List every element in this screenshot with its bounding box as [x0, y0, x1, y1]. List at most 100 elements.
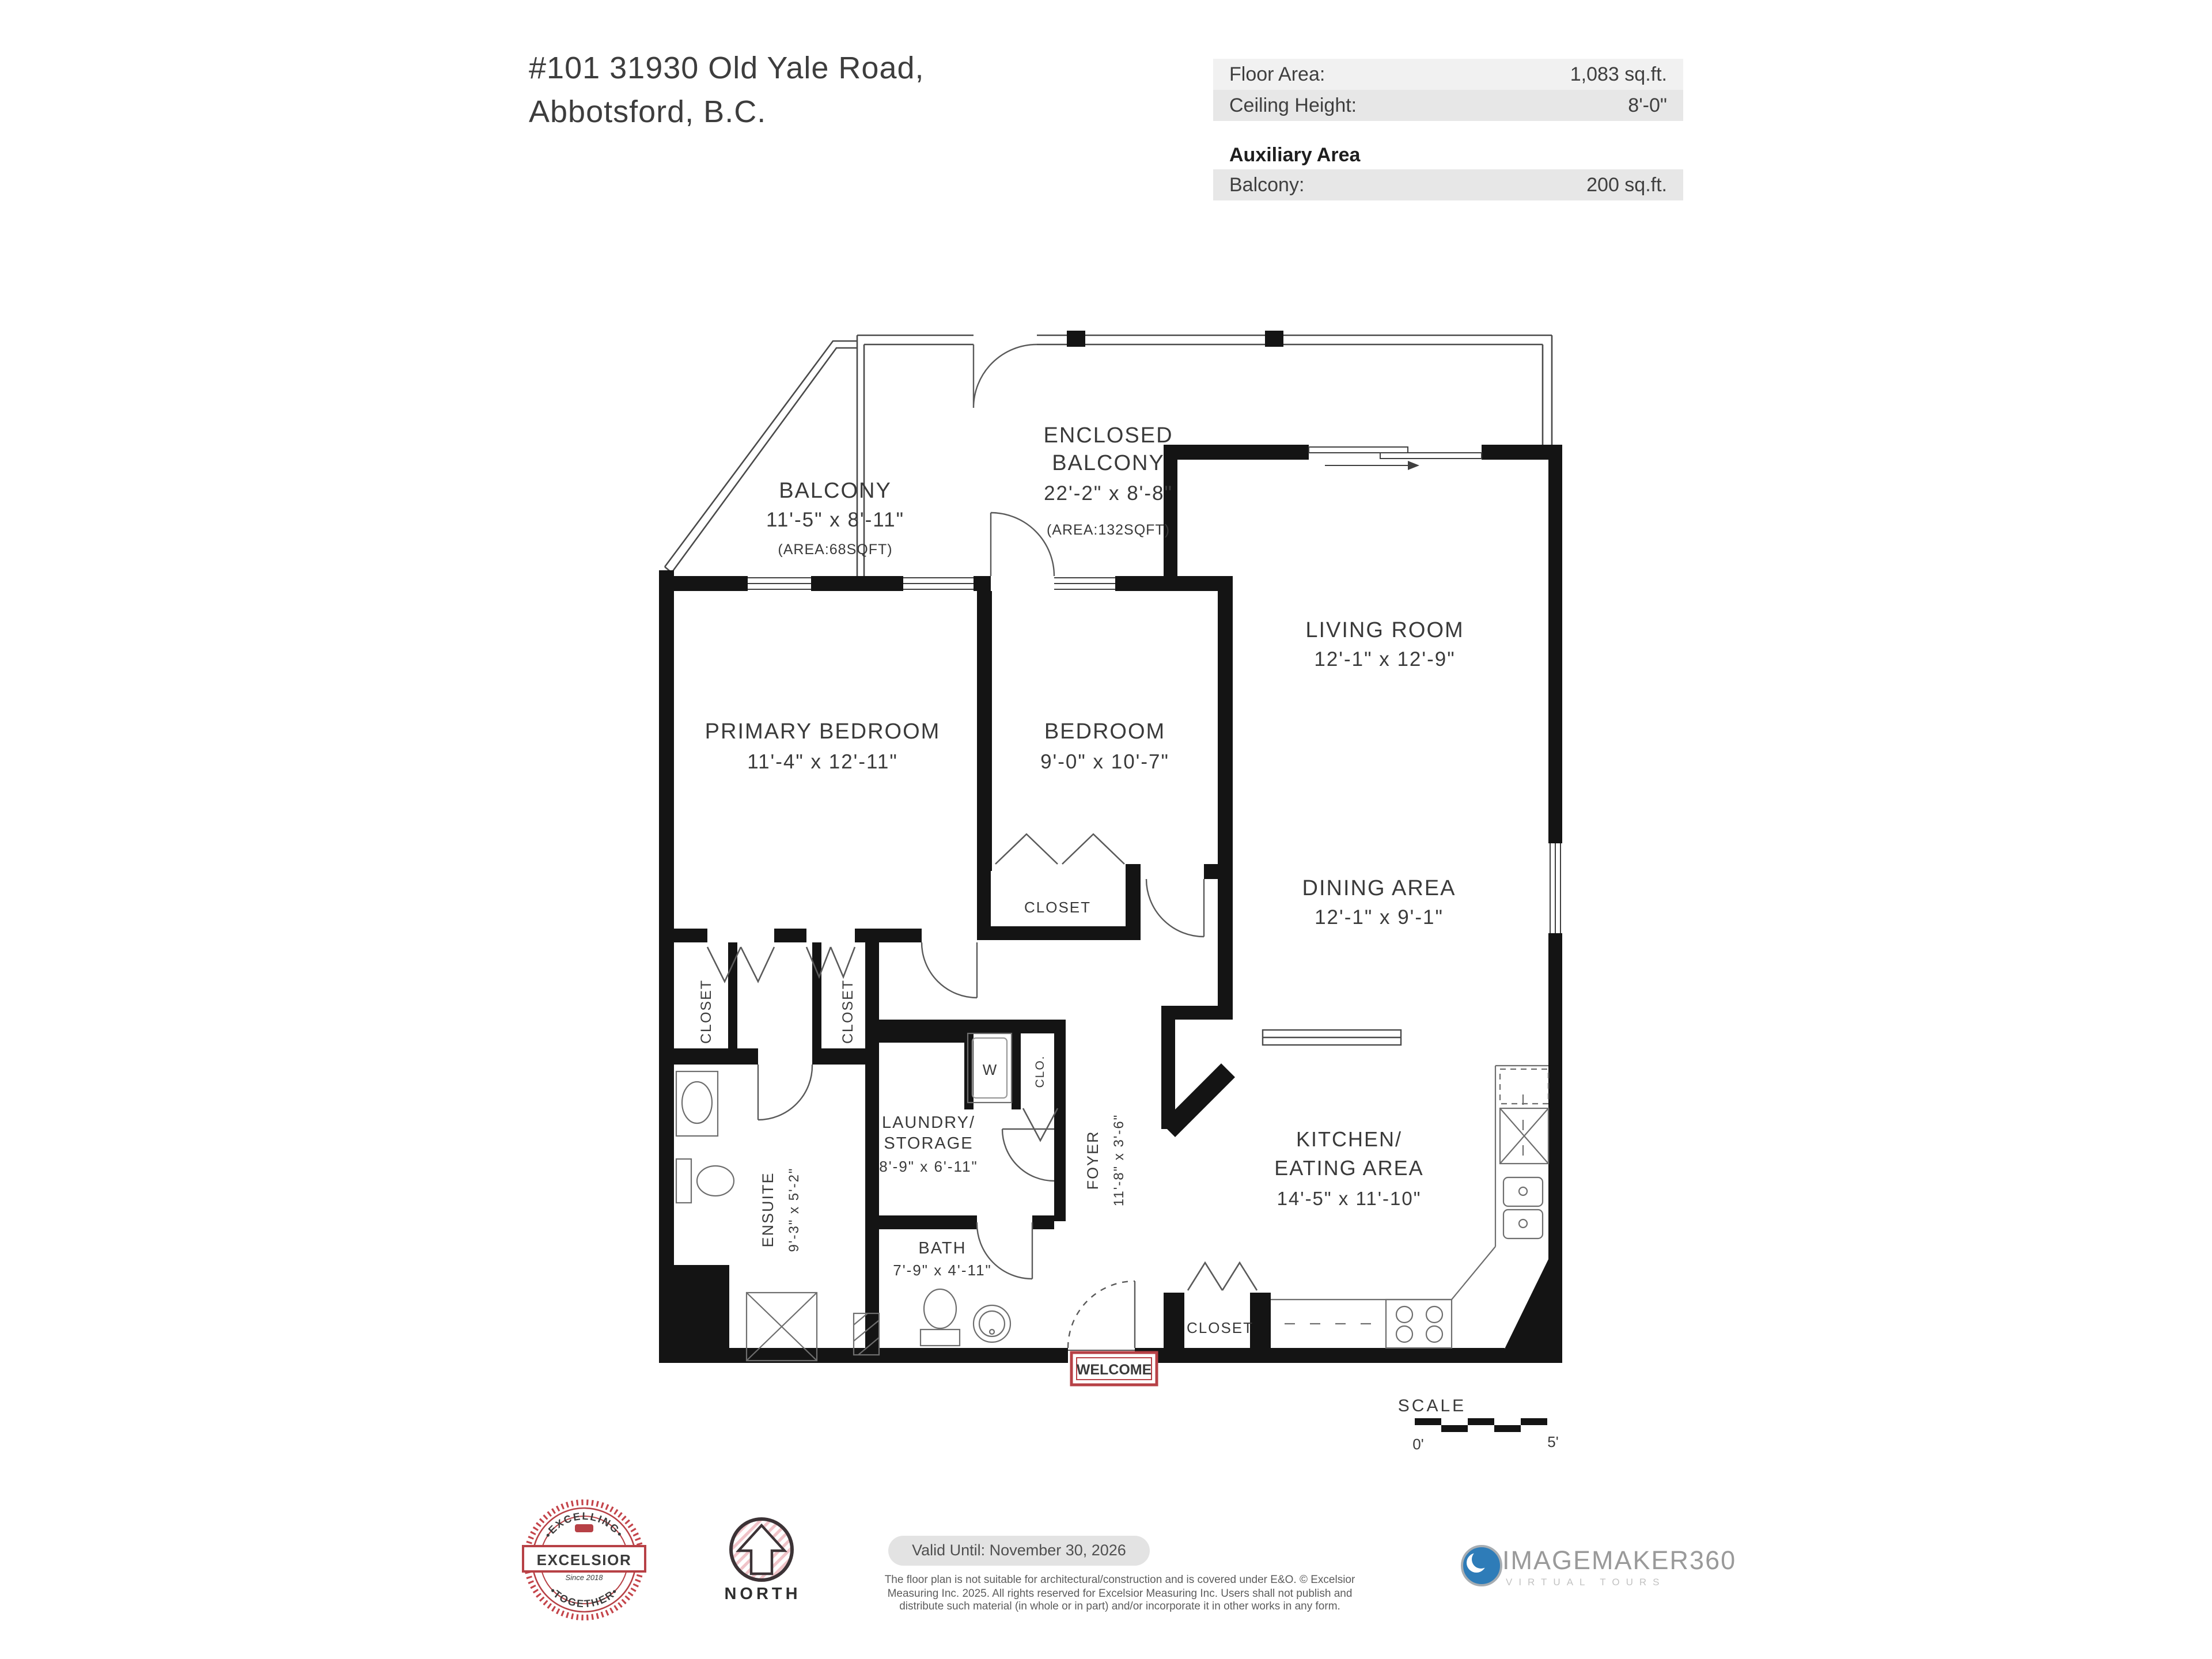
washer-inner [971, 1037, 1008, 1099]
ensuite-label: ENSUITE [759, 1172, 777, 1247]
closet-left-label: CLOSET [698, 979, 714, 1044]
wall-ensuite-north-2 [812, 1048, 879, 1065]
balcony-divider-wall [856, 335, 865, 576]
badge-since: Since 2018 [565, 1573, 603, 1582]
washer-outline [967, 1032, 1013, 1104]
property-address: #101 31930 Old Yale Road, Abbotsford, B.… [529, 46, 925, 134]
welcome-mat: WELCOME [1070, 1351, 1158, 1387]
scale-seg-2 [1441, 1425, 1468, 1432]
sliding-panel-1 [1308, 446, 1408, 453]
bath-label: BATH [918, 1239, 966, 1257]
enclosed-balcony-label-2: BALCONY [1052, 451, 1165, 475]
wall-chamfer [1498, 1259, 1562, 1363]
bifold-clo [1022, 1108, 1059, 1142]
sliding-door-living [1308, 446, 1482, 470]
ensuite-toilet-icon [696, 1165, 735, 1197]
wall-entrycloset-right [1250, 1293, 1271, 1350]
address-line2: Abbotsford, B.C. [529, 94, 767, 129]
room-labels: BALCONY 11'-5" x 8'-11" (AREA:68SQFT) EN… [698, 423, 1463, 1336]
globe-overlay [1472, 1550, 1490, 1569]
window-dining [1550, 843, 1561, 933]
burner-4 [1425, 1325, 1444, 1343]
wall-bedroom-divider [977, 591, 992, 871]
scale-bar [1415, 1418, 1547, 1432]
wall-living-top-1 [1164, 445, 1309, 460]
laundry-label-2: STORAGE [884, 1134, 973, 1153]
wall-mass-ensuite [674, 1265, 729, 1363]
walls [659, 445, 1562, 1363]
wall-primary-south-4 [879, 929, 922, 942]
sink-drain-1 [1518, 1186, 1528, 1196]
laundry-dims: 8'-9" x 6'-11" [879, 1158, 978, 1175]
ceiling-height-label: Ceiling Height: [1229, 94, 1357, 116]
ensuite-vanity [675, 1070, 719, 1137]
linen-hatch [853, 1313, 880, 1355]
disclaimer-line1: The floor plan is not suitable for archi… [884, 1574, 1355, 1586]
door-balcony-top [972, 343, 1037, 408]
scale-label: SCALE [1398, 1396, 1466, 1415]
sink-drain-2 [1518, 1218, 1528, 1229]
open-balcony-rail [664, 340, 857, 573]
foyer-dims: 11'-8" x 3'-6" [1111, 1114, 1127, 1206]
ceiling-height-value: 8'-0" [1628, 94, 1667, 116]
wall-laundry-north [879, 1029, 964, 1043]
entry-closet-label: CLOSET [1187, 1319, 1253, 1336]
north-arrow-icon [736, 1523, 787, 1575]
foyer-label: FOYER [1084, 1130, 1101, 1190]
imagemaker-tagline: VIRTUAL TOURS [1506, 1576, 1666, 1588]
sink-bowl-1 [1502, 1176, 1544, 1207]
disclaimer-text: The floor plan is not suitable for archi… [855, 1574, 1385, 1613]
burner-1 [1395, 1305, 1414, 1324]
bifold-closet2-b [830, 946, 856, 979]
bath-sink-drain [988, 1328, 995, 1335]
dining-area-dims: 12'-1" x 9'-1" [1315, 906, 1444, 929]
bifold-closet1-b [740, 946, 775, 983]
area-info-box: Floor Area: 1,083 sq.ft. Ceiling Height:… [1213, 59, 1683, 200]
burner-3 [1395, 1325, 1414, 1343]
wall-jog [1161, 1006, 1233, 1020]
badge-ribbon [522, 1545, 646, 1573]
kitchen-label-1: KITCHEN/ [1296, 1127, 1402, 1151]
wall-mid-vertical [865, 929, 879, 1363]
wall-bath-north-2 [1032, 1215, 1054, 1229]
wall-washer-left [964, 1029, 974, 1109]
wall-foyer-west [1054, 1025, 1066, 1221]
bifold-doors [706, 833, 1258, 1291]
wall-entrycloset-left [1164, 1293, 1184, 1350]
enclosed-balcony-area: (AREA:132SQFT) [1047, 522, 1170, 538]
wall-bath-north-1 [879, 1215, 977, 1229]
sliding-panel-2 [1380, 452, 1482, 459]
balcony-jamb-2 [1265, 331, 1283, 347]
bath-toilet-icon [923, 1288, 957, 1330]
bifold-closet1-a [706, 946, 742, 983]
north-compass-icon [729, 1517, 794, 1582]
door-bedroom [1145, 878, 1205, 938]
closet-right-label: CLOSET [840, 979, 856, 1044]
stove-outline [1385, 1298, 1453, 1349]
wall-primary-south-2 [774, 929, 806, 942]
kitchen-fixtures [1271, 1065, 1550, 1349]
window-primary-2 [903, 577, 974, 590]
wall-top-3 [974, 576, 991, 591]
wall-living-left [1164, 445, 1177, 591]
shower-outline [745, 1291, 818, 1362]
scale-seg-1 [1415, 1418, 1441, 1425]
wall-kitchen-angled [1161, 1063, 1235, 1137]
bath-sink-outer [972, 1304, 1012, 1343]
badge-name: EXCELSIOR [537, 1551, 632, 1569]
sink-bowl-2 [1502, 1209, 1544, 1240]
balcony-area: (AREA:68SQFT) [778, 541, 892, 558]
bifold-bedcloset-b [1062, 833, 1125, 865]
door-ensuite [757, 1064, 813, 1121]
kitchen-dims: 14'-5" x 11'-10" [1277, 1188, 1422, 1209]
linen-box [853, 1312, 880, 1356]
kitchen-label-2: EATING AREA [1274, 1156, 1423, 1180]
bifold-bedcloset-a [995, 833, 1058, 865]
laundry-label-1: LAUNDRY/ [882, 1113, 975, 1132]
wall-bedroom-door-jamb [1204, 864, 1233, 879]
window-bedroom [1054, 577, 1115, 590]
floor-area-value: 1,083 sq.ft. [1570, 63, 1667, 85]
door-primary [921, 942, 978, 999]
door-bath [976, 1222, 1033, 1280]
